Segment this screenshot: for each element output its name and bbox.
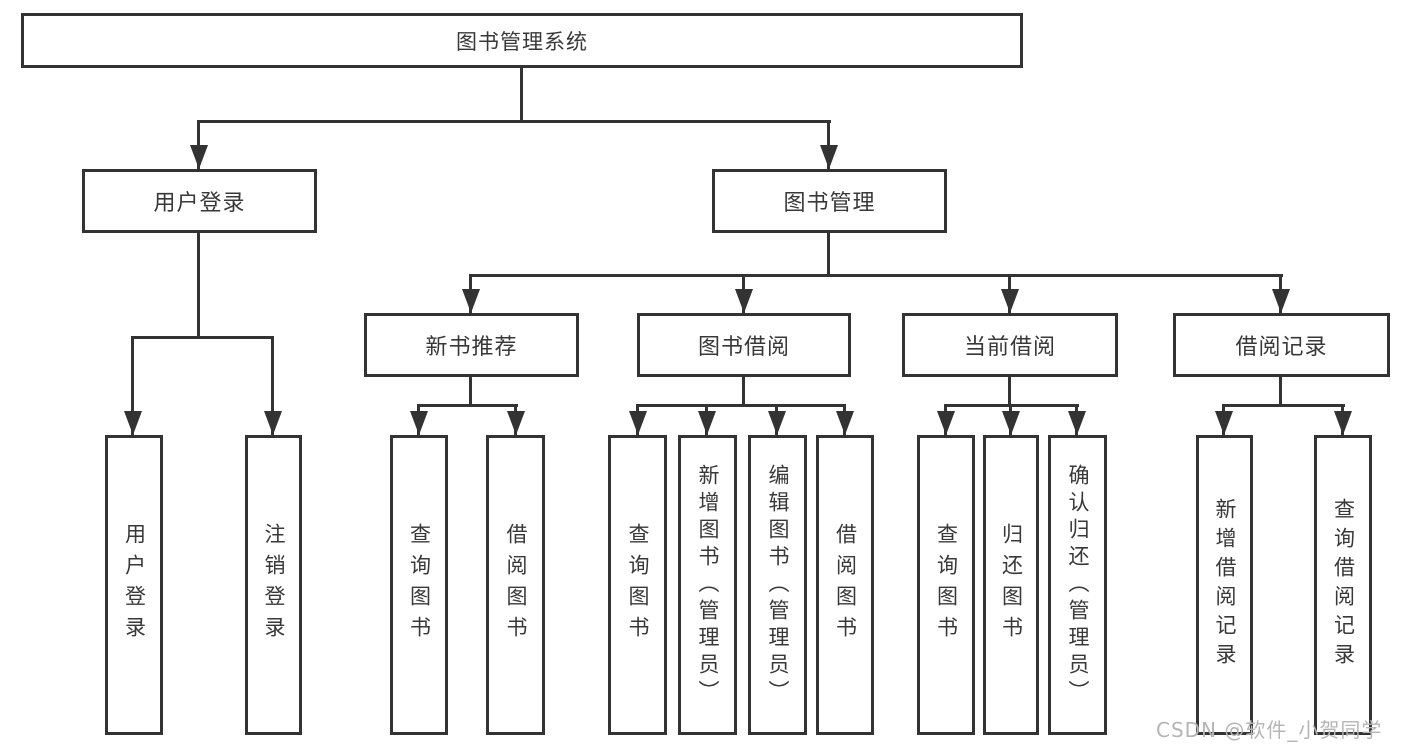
arrow-to-cb-query-books xyxy=(944,404,947,435)
connector-book-mgmt-rail xyxy=(469,274,1283,277)
connector-book-borrow-rail xyxy=(636,404,846,407)
leaf-br-add-record: 新增借阅记录 xyxy=(1196,435,1253,735)
connector-root-stem xyxy=(520,68,523,120)
leaf-bb-query-books: 查询图书 xyxy=(608,435,667,735)
connector-user-login-rail xyxy=(131,336,274,339)
node-borrow-records: 借阅记录 xyxy=(1173,313,1390,377)
arrow-to-br-add-record xyxy=(1222,404,1225,435)
leaf-cb-confirm-return: 确认归还（管理员） xyxy=(1048,435,1107,735)
connector-book-borrow-stem xyxy=(742,377,745,404)
arrow-to-cb-return-books xyxy=(1009,404,1012,435)
arrow-to-book-management xyxy=(827,120,830,169)
arrow-to-current-borrow xyxy=(1008,274,1011,313)
arrow-to-bb-add-books xyxy=(705,404,708,435)
arrow-to-leaf-logout xyxy=(271,336,274,435)
csdn-watermark: CSDN @软件_小贺同学 xyxy=(1156,718,1383,742)
arrow-to-cb-confirm-return xyxy=(1075,404,1078,435)
connector-current-borrow-stem xyxy=(1008,377,1011,404)
connector-book-mgmt-stem xyxy=(827,233,830,274)
leaf-user-login: 用户登录 xyxy=(105,435,163,735)
leaf-logout: 注销登录 xyxy=(245,435,302,735)
arrow-to-borrow-records xyxy=(1279,274,1282,313)
node-book-management: 图书管理 xyxy=(712,169,947,233)
node-book-borrow: 图书借阅 xyxy=(637,313,851,377)
connector-new-book-rail xyxy=(417,404,518,407)
leaf-bb-edit-books: 编辑图书（管理员） xyxy=(748,435,807,735)
leaf-bb-add-books: 新增图书（管理员） xyxy=(678,435,737,735)
node-current-borrow: 当前借阅 xyxy=(902,313,1118,377)
connector-new-book-stem xyxy=(469,377,472,404)
arrow-to-bb-edit-books xyxy=(775,404,778,435)
leaf-cb-query-books: 查询图书 xyxy=(917,435,975,735)
arrow-to-br-query-record xyxy=(1341,404,1344,435)
leaf-nb-query-books: 查询图书 xyxy=(390,435,448,735)
leaf-nb-borrow-books: 借阅图书 xyxy=(486,435,545,735)
arrow-to-bb-borrow-books xyxy=(843,404,846,435)
arrow-to-book-borrow xyxy=(742,274,745,313)
arrow-to-user-login xyxy=(197,120,200,169)
connector-user-login-stem xyxy=(197,233,200,336)
arrow-to-new-book-recommend xyxy=(469,274,472,313)
node-library-management-system: 图书管理系统 xyxy=(21,13,1023,68)
arrow-to-leaf-user-login xyxy=(131,336,134,435)
arrow-to-bb-query-books xyxy=(636,404,639,435)
leaf-br-query-record: 查询借阅记录 xyxy=(1314,435,1372,735)
connector-root-rail xyxy=(197,120,831,123)
connector-borrow-records-rail xyxy=(1222,404,1345,407)
arrow-to-nb-query-books xyxy=(417,404,420,435)
leaf-cb-return-books: 归还图书 xyxy=(983,435,1039,735)
leaf-bb-borrow-books: 借阅图书 xyxy=(816,435,874,735)
connector-borrow-records-stem xyxy=(1279,377,1282,404)
node-user-login: 用户登录 xyxy=(82,169,317,233)
arrow-to-nb-borrow-books xyxy=(514,404,517,435)
node-new-book-recommend: 新书推荐 xyxy=(364,313,579,377)
